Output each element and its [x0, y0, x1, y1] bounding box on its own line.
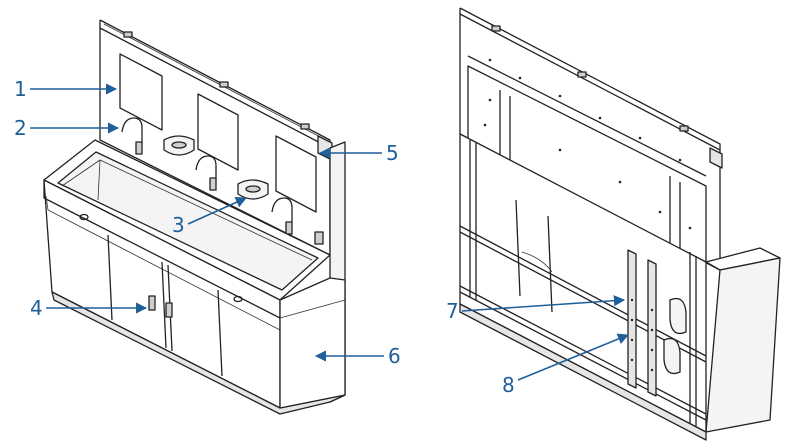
- rear-rail-end-cap: [709, 147, 723, 169]
- door-divider: [161, 261, 167, 349]
- access-panel-3: [275, 135, 317, 213]
- front-view-sink: [43, 19, 346, 415]
- front-hole: [233, 295, 243, 303]
- door-lock: [148, 295, 156, 311]
- faucet: [121, 117, 143, 155]
- access-panel-2: [197, 93, 239, 171]
- door-divider: [107, 234, 113, 321]
- callout-number: 8: [502, 373, 515, 397]
- center-support-post: [647, 259, 657, 397]
- callout-7: 7: [446, 295, 626, 323]
- callout-arrow: [461, 295, 626, 312]
- callout-number: 3: [172, 213, 185, 237]
- callout-arrow: [517, 333, 630, 381]
- callout-number: 5: [386, 141, 399, 165]
- callout-8: 8: [502, 333, 630, 397]
- callout-1: 1: [14, 77, 118, 101]
- rear-view-sink: [459, 7, 781, 441]
- callout-number: 2: [14, 116, 27, 140]
- callout-3: 3: [172, 197, 248, 237]
- post-holes: [630, 298, 654, 372]
- callout-5: 5: [318, 141, 399, 165]
- callout-number: 7: [446, 299, 459, 323]
- rail-clip: [577, 71, 587, 78]
- rail-clip: [679, 125, 689, 132]
- faucet: [195, 155, 217, 191]
- drain-fitting: [663, 337, 681, 375]
- callout-number: 6: [388, 344, 401, 368]
- soap-dispenser: [163, 135, 195, 156]
- access-panel-1: [119, 53, 163, 131]
- front-hole: [79, 213, 89, 221]
- callout-number: 1: [14, 77, 27, 101]
- trough-end-face: [705, 257, 781, 433]
- callout-number: 4: [30, 296, 43, 320]
- rail-clip: [300, 123, 310, 130]
- rear-plinth: [459, 303, 707, 441]
- door-lock: [165, 302, 173, 318]
- callout-4: 4: [30, 296, 148, 320]
- rail-clip: [491, 25, 501, 32]
- callout-2: 2: [14, 116, 120, 140]
- switch-box: [314, 231, 324, 245]
- rivets: [483, 58, 692, 230]
- door-divider: [217, 289, 223, 377]
- callout-arrow: [187, 197, 248, 225]
- cabinet-right-face: [279, 277, 346, 409]
- callout-6: 6: [314, 344, 401, 368]
- faucet: [271, 197, 293, 235]
- trough-basin: [57, 151, 319, 291]
- rail-clip: [219, 81, 229, 88]
- drain-fitting: [669, 297, 687, 335]
- soap-dispenser: [237, 179, 269, 200]
- rail-clip: [123, 31, 133, 38]
